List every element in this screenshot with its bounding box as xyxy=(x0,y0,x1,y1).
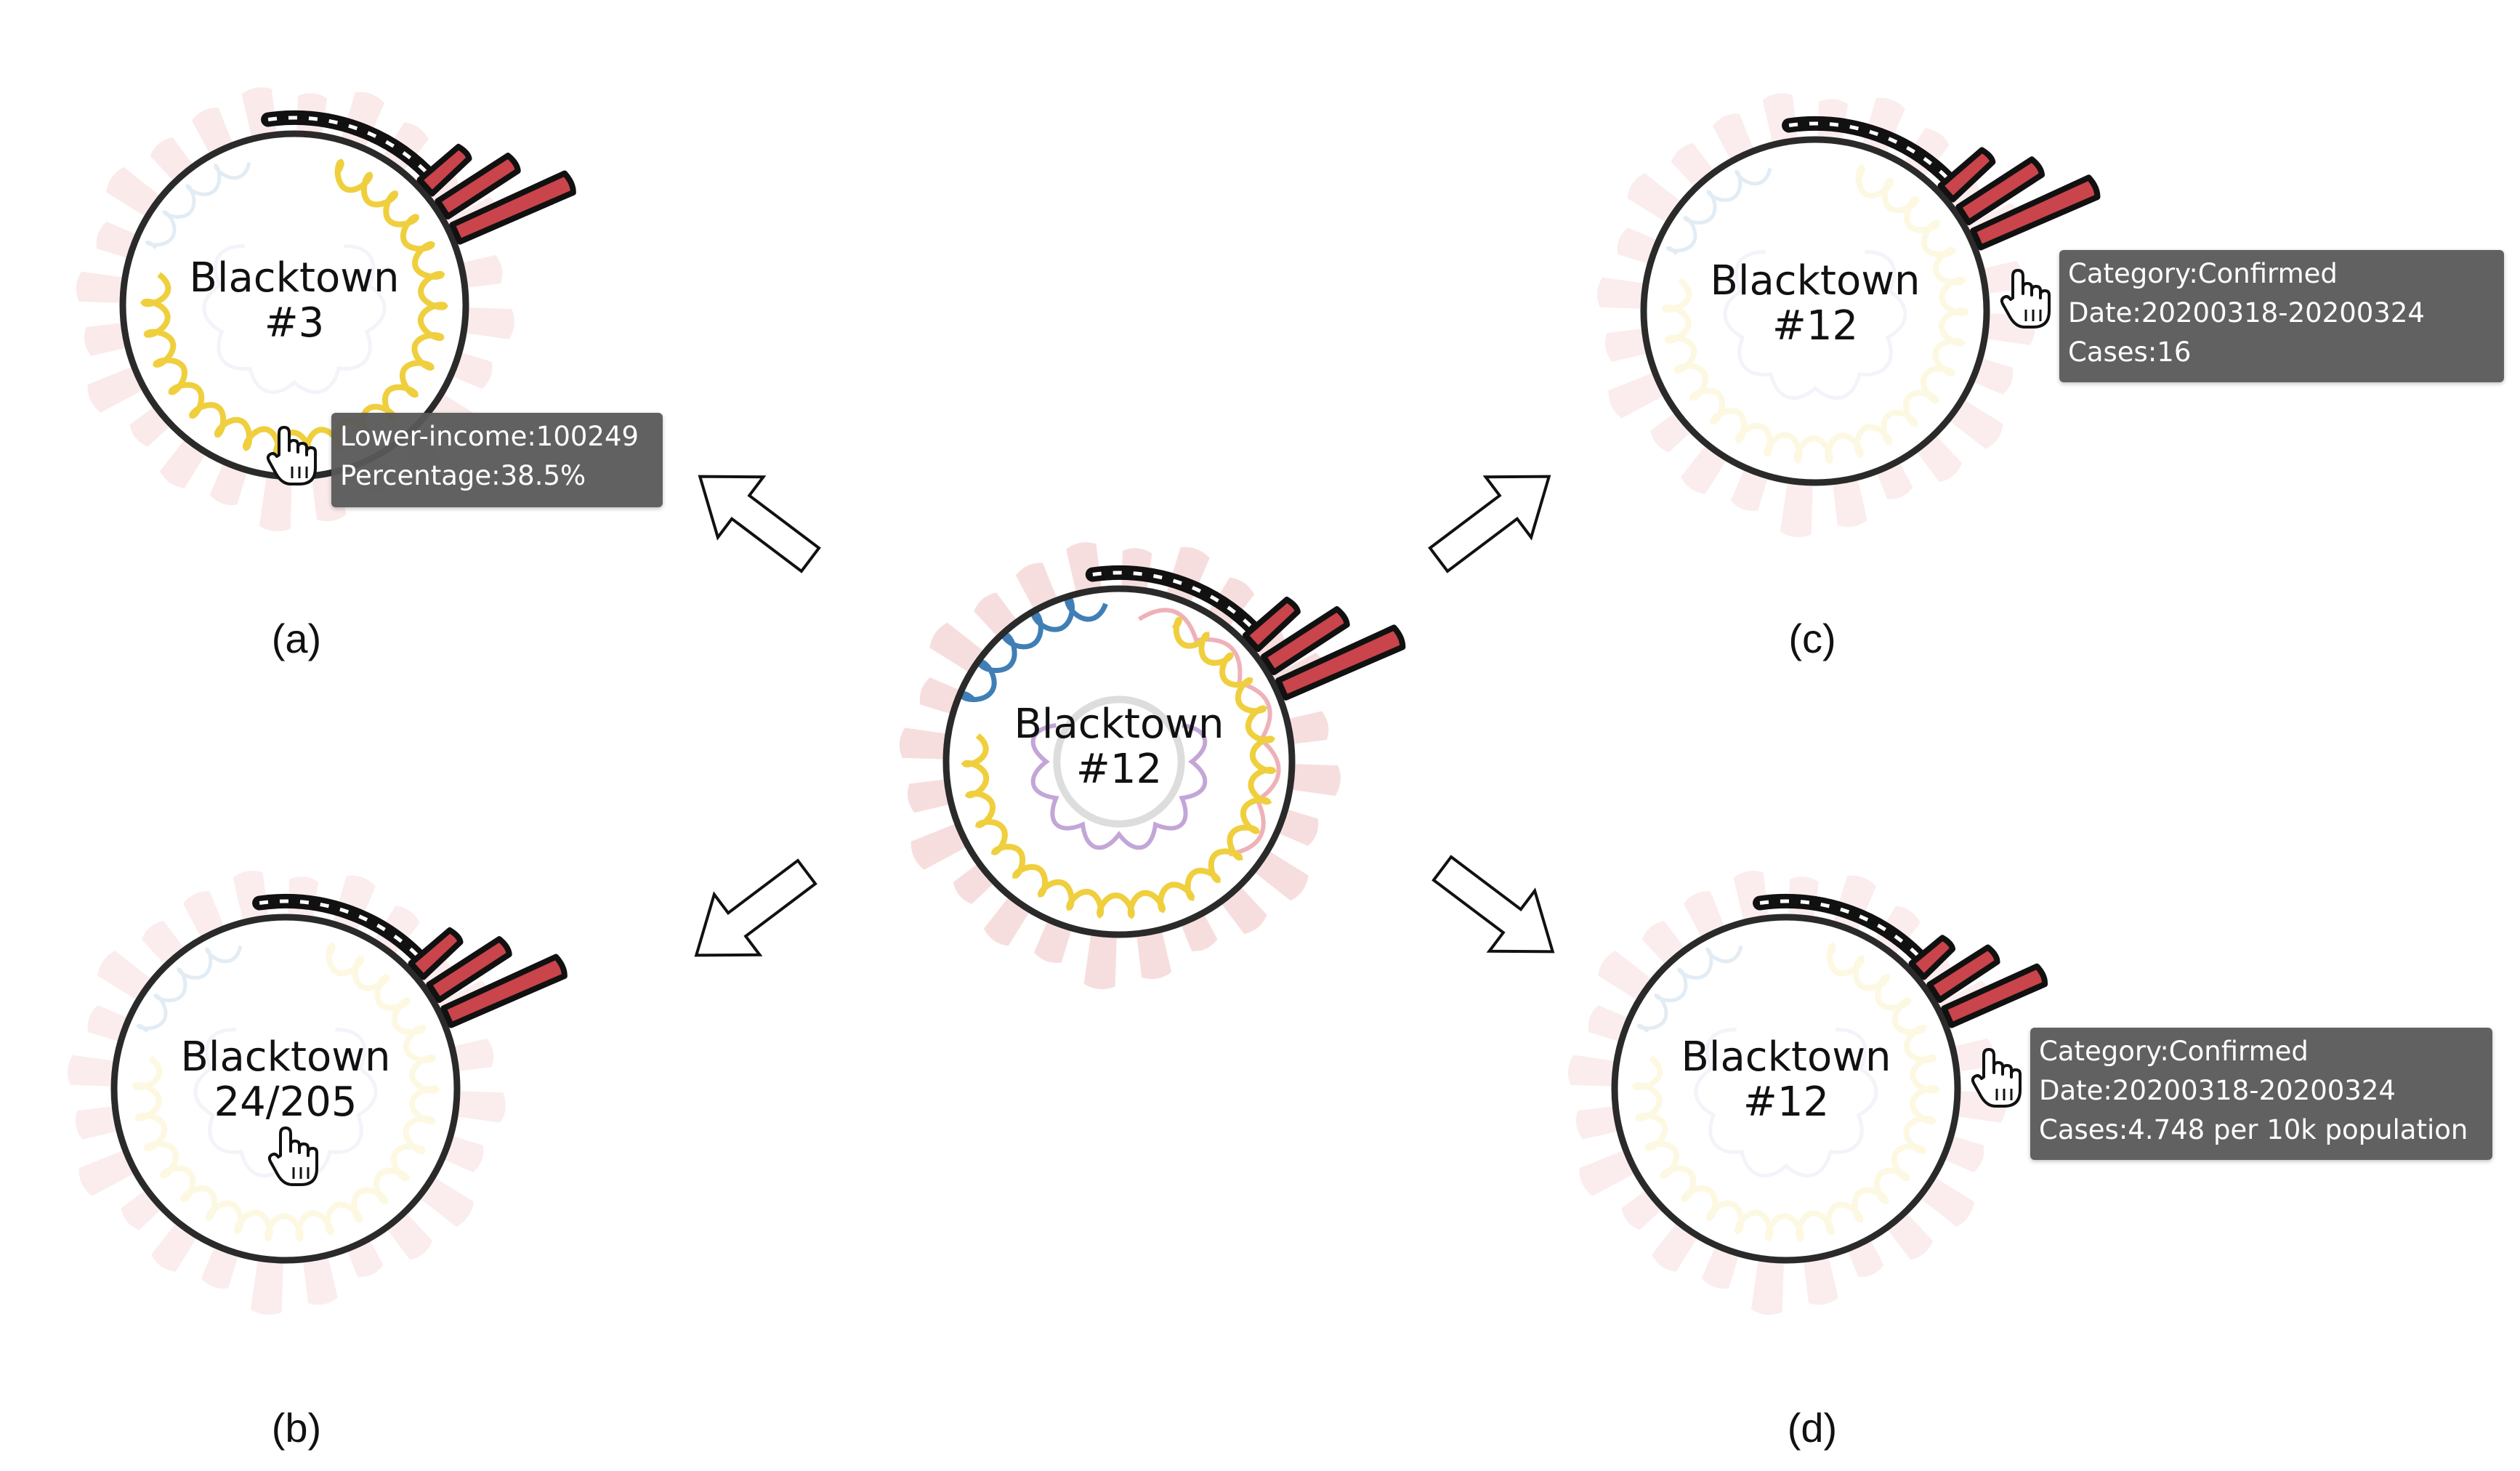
timeline-ticks xyxy=(1788,121,1956,188)
panel-d-glyph[interactable] xyxy=(1567,871,2048,1315)
panel-c-glyph[interactable] xyxy=(1596,93,2101,538)
tooltip-line: Category:Confirmed xyxy=(2039,1036,2309,1067)
case-bar[interactable] xyxy=(408,927,464,980)
spiral-purple[interactable] xyxy=(202,244,387,395)
panel-b-rank: 24/205 xyxy=(214,1079,358,1126)
case-bar[interactable] xyxy=(426,936,512,1003)
hand-pointer-icon xyxy=(2000,269,2051,329)
case-bar[interactable] xyxy=(1908,935,1956,980)
panel-b-label: Blacktown 24/205 xyxy=(140,1035,431,1125)
panel-d-rank: #12 xyxy=(1742,1079,1830,1126)
glyph-outline xyxy=(1611,914,1961,1264)
timeline-ticks xyxy=(1759,899,1927,965)
panel-d-name: Blacktown xyxy=(1681,1033,1891,1081)
center-glyph-rank: #12 xyxy=(1075,746,1163,793)
glyph-disc xyxy=(946,589,1292,935)
case-bar[interactable] xyxy=(1275,624,1406,701)
arrow-icon xyxy=(698,475,821,573)
panel-a-tooltip: Lower-income:100249 Percentage:38.5% xyxy=(331,413,663,507)
panel-c-tooltip: Category:Confirmed Date:20200318-2020032… xyxy=(2059,250,2504,382)
glyph-outline xyxy=(1640,136,1990,486)
panel-c-label: Blacktown #12 xyxy=(1670,259,1960,349)
glyph-disc xyxy=(123,134,466,477)
spiral-yellow[interactable] xyxy=(131,942,440,1242)
glyph-disc xyxy=(1644,140,1987,483)
tooltip-line: Percentage:38.5% xyxy=(340,460,586,491)
panel-a-label: Blacktown #3 xyxy=(149,256,440,346)
center-glyph[interactable] xyxy=(899,542,1406,990)
tooltip-line: Cases:4.748 per 10k population xyxy=(2039,1114,2468,1145)
spiral-blue[interactable] xyxy=(1665,168,1772,256)
spiral-purple[interactable] xyxy=(1030,723,1208,850)
hand-pointer-icon xyxy=(266,426,317,485)
hand-pointer-icon xyxy=(1971,1048,2022,1108)
tooltip-line: Lower-income:100249 xyxy=(340,421,639,452)
case-bar[interactable] xyxy=(416,143,472,197)
timeline-ticks xyxy=(267,116,435,182)
spiral-yellow[interactable] xyxy=(1661,164,1969,464)
timeline-ticks xyxy=(259,899,427,965)
arrow-icon xyxy=(694,858,817,957)
center-glyph-label: Blacktown #12 xyxy=(974,702,1264,792)
spiral-blue[interactable] xyxy=(1636,946,1743,1033)
tooltip-line: Category:Confirmed xyxy=(2068,258,2338,289)
inner-ring xyxy=(1053,696,1185,828)
case-bar[interactable] xyxy=(435,153,521,219)
tooltip-line: Cases:16 xyxy=(2068,336,2192,368)
panel-a-caption: (a) xyxy=(271,616,322,661)
spiral-pink[interactable] xyxy=(1138,608,1281,857)
spiral-purple[interactable] xyxy=(1694,1028,1878,1178)
tooltip-line: Date:20200318-20200324 xyxy=(2039,1075,2396,1106)
transition-arrows xyxy=(694,475,1555,957)
case-bar[interactable] xyxy=(1970,174,2101,251)
panel-d-label: Blacktown #12 xyxy=(1641,1035,1931,1125)
spiral-yellow[interactable] xyxy=(961,616,1277,919)
case-bar[interactable] xyxy=(1261,606,1350,675)
arrow-icon xyxy=(1431,855,1555,954)
panel-b-name: Blacktown xyxy=(180,1033,391,1081)
timeline-ticks xyxy=(1092,571,1261,637)
case-bar[interactable] xyxy=(1937,147,1996,203)
panel-a-rank: #3 xyxy=(264,299,325,347)
tooltip-line: Date:20200318-20200324 xyxy=(2068,297,2425,329)
glyph-outline xyxy=(110,914,461,1264)
case-bar[interactable] xyxy=(1955,156,2046,225)
panel-a-name: Blacktown xyxy=(189,254,400,302)
panel-d-caption: (d) xyxy=(1787,1405,1838,1451)
panel-d-tooltip: Category:Confirmed Date:20200318-2020032… xyxy=(2030,1028,2492,1160)
case-bar[interactable] xyxy=(449,170,576,245)
arrow-icon xyxy=(1428,475,1551,573)
panel-c-name: Blacktown xyxy=(1710,257,1921,305)
hand-pointer-icon xyxy=(267,1127,318,1186)
case-bar[interactable] xyxy=(440,954,568,1028)
panel-c-rank: #12 xyxy=(1772,302,1859,350)
panel-c-caption: (c) xyxy=(1788,616,1836,661)
spiral-blue[interactable] xyxy=(145,162,251,250)
spiral-purple[interactable] xyxy=(1723,250,1907,400)
glyph-disc xyxy=(1615,917,1958,1260)
case-bar[interactable] xyxy=(1242,597,1301,653)
center-glyph-name: Blacktown xyxy=(1014,701,1224,748)
case-bar[interactable] xyxy=(1926,944,2000,1003)
glyph-disc xyxy=(114,917,457,1260)
spiral-yellow[interactable] xyxy=(1632,942,1940,1242)
panel-b-caption: (b) xyxy=(271,1405,322,1451)
glyph-outline xyxy=(942,585,1296,938)
case-bar[interactable] xyxy=(1941,963,2048,1028)
spiral-blue[interactable] xyxy=(136,946,243,1033)
panel-b-glyph[interactable] xyxy=(67,871,568,1315)
